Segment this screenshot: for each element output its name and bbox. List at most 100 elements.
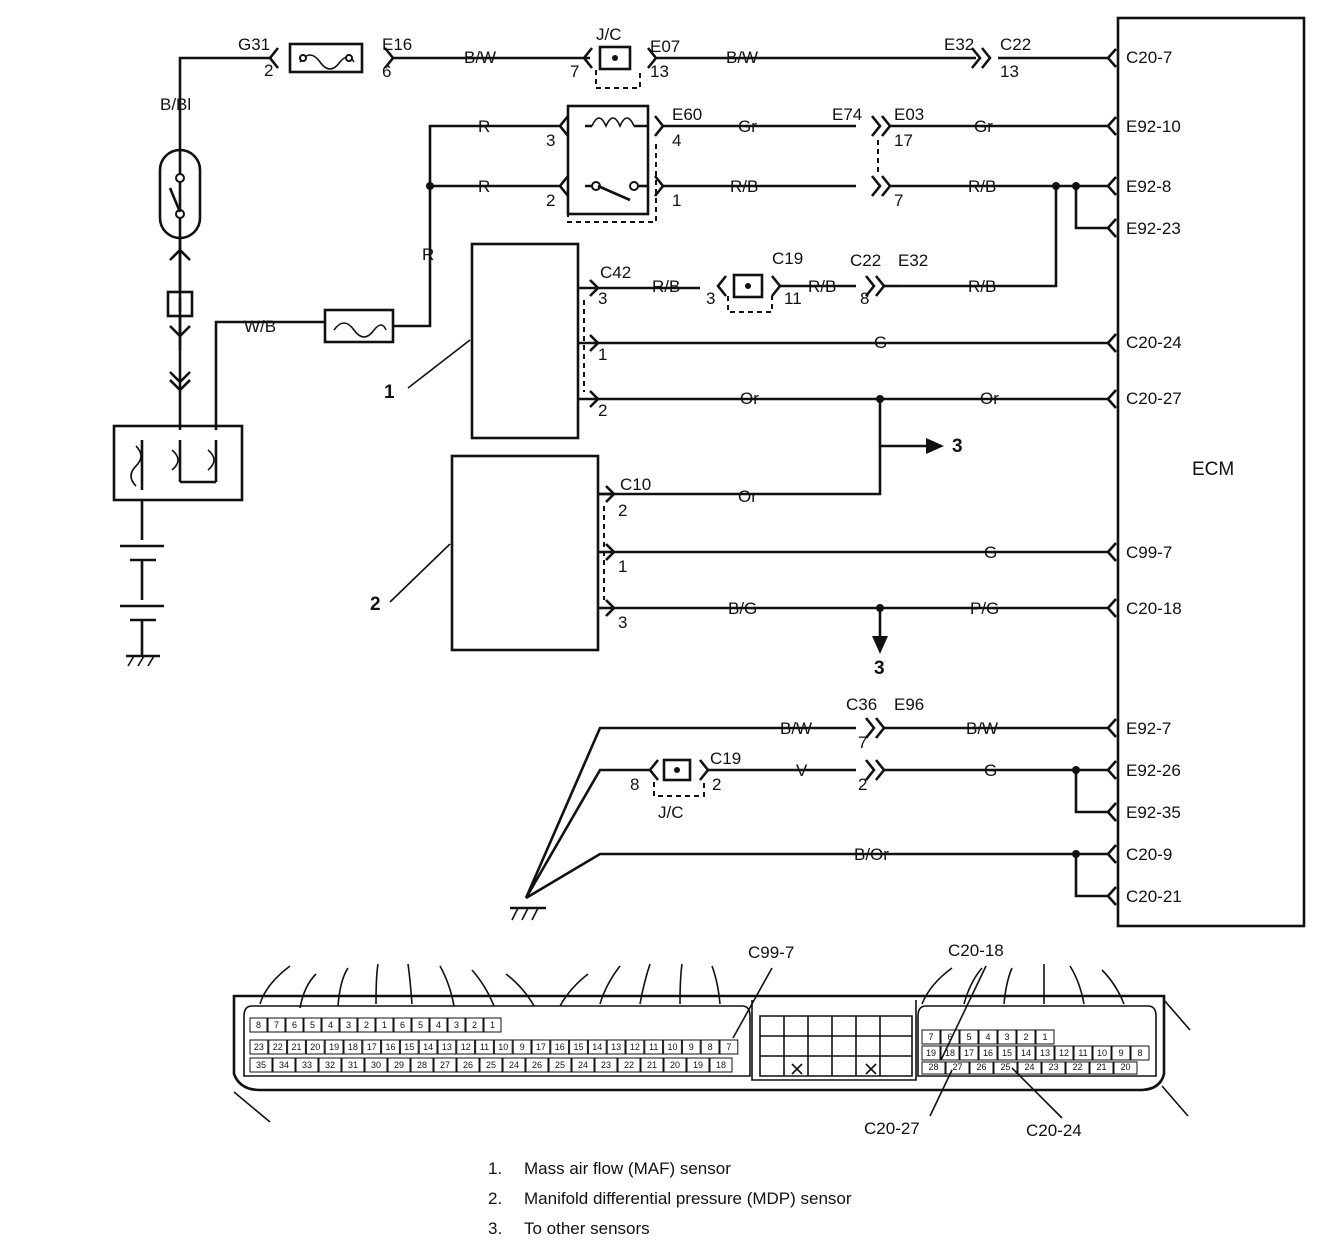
label-wire-or-1: Or <box>740 389 759 408</box>
connector-pin-number: 6 <box>947 1032 952 1042</box>
label-wire-or-3: Or <box>738 487 757 506</box>
connector-pin-cell <box>249 1039 269 1055</box>
connector-pin-cell <box>249 1057 273 1073</box>
connector-pin-cell <box>969 1061 994 1075</box>
connector-pin-number: 1 <box>382 1020 387 1030</box>
connector-pin-number: 21 <box>647 1060 657 1070</box>
connector-pin-cell <box>959 1029 979 1045</box>
callout-c20-18: C20-18 <box>948 941 1004 960</box>
connector-pin-cell <box>249 1017 268 1033</box>
connector-pin-number: 5 <box>966 1032 971 1042</box>
ecm-terminal: C99-7 <box>1126 543 1172 562</box>
label-wire-g-1: G <box>874 333 887 352</box>
connector-pin-number: 18 <box>348 1042 358 1052</box>
label-wire-gr-2: Gr <box>974 117 993 136</box>
connector-pin-number: 22 <box>624 1060 634 1070</box>
connector-pin-cell <box>686 1057 710 1073</box>
maf-sensor <box>407 242 1118 496</box>
label-wire-rb-3: R/B <box>652 277 680 296</box>
connector-pin-cell <box>433 1057 457 1073</box>
label-c19-pin3: 3 <box>706 289 715 308</box>
connector-pin-number: 16 <box>555 1042 565 1052</box>
callout-c99-7: C99-7 <box>748 943 794 962</box>
connector-pin-cell <box>324 1039 344 1055</box>
connector-pin-cell <box>1130 1045 1150 1061</box>
label-wire-wb: W/B <box>244 317 276 336</box>
connector-pin-cell <box>978 1029 998 1045</box>
label-e32-mid: E32 <box>898 251 928 270</box>
label-wire-r-1: R <box>478 117 490 136</box>
connector-pin-cell <box>437 1039 457 1055</box>
connector-pin-cell <box>456 1057 480 1073</box>
connector-pin-cell <box>502 1057 526 1073</box>
connector-pin-cell <box>512 1039 532 1055</box>
connector-pin-number: 13 <box>611 1042 621 1052</box>
connector-pin-cell <box>617 1057 641 1073</box>
connector-pin-number: 12 <box>461 1042 471 1052</box>
connector-pin-number: 4 <box>436 1020 441 1030</box>
connector-pin-cell <box>447 1017 466 1033</box>
connector-pin-number: 35 <box>256 1060 266 1070</box>
connector-pin-number: 20 <box>1120 1062 1130 1072</box>
label-e16: E16 <box>382 35 412 54</box>
connector-pin-cell <box>663 1057 687 1073</box>
connector-pin-number: 28 <box>417 1060 427 1070</box>
connector-pin-cell <box>268 1039 288 1055</box>
connector-pin-number: 29 <box>394 1060 404 1070</box>
connector-pin-number: 14 <box>592 1042 602 1052</box>
connector-pin-cell <box>267 1017 286 1033</box>
fuse-relay-box <box>112 320 325 502</box>
ecm-terminal: C20-9 <box>1126 845 1172 864</box>
ecm-terminal: C20-18 <box>1126 599 1182 618</box>
connector-pin-number: 5 <box>418 1020 423 1030</box>
connector-pin-number: 1 <box>490 1020 495 1030</box>
ignition-switch <box>158 148 202 430</box>
connector-pin-number: 33 <box>302 1060 312 1070</box>
ground-circuits <box>510 717 1118 921</box>
label-relay-pin4: 4 <box>672 131 681 150</box>
marker-3-lower: 3 <box>874 658 885 679</box>
label-jc-lower: J/C <box>658 803 684 822</box>
connector-pin-number: 20 <box>310 1042 320 1052</box>
label-e96: E96 <box>894 695 924 714</box>
callout-c20-24: C20-24 <box>1026 1121 1082 1140</box>
connector-pin-number: 5 <box>310 1020 315 1030</box>
connector-pin-number: 18 <box>945 1048 955 1058</box>
connector-pin-cell <box>719 1039 739 1055</box>
connector-pin-cell <box>1111 1045 1131 1061</box>
connector-pin-cell <box>341 1057 365 1073</box>
connector-pin-cell <box>921 1029 941 1045</box>
label-mdp-pin3: 3 <box>618 613 627 632</box>
ecm-terminal: E92-7 <box>1126 719 1171 738</box>
connector-pin-cell <box>640 1057 664 1073</box>
label-wire-gr-1: Gr <box>738 117 757 136</box>
connector-pin-cell <box>418 1039 438 1055</box>
label-wire-bw-4: B/W <box>966 719 998 738</box>
battery-symbol <box>120 500 164 667</box>
connector-pin-number: 16 <box>983 1048 993 1058</box>
mdp-sensor <box>389 454 1118 654</box>
connector-pin-cell <box>285 1017 304 1033</box>
connector-pin-number: 1 <box>1042 1032 1047 1042</box>
connector-pin-number: 28 <box>928 1062 938 1072</box>
label-jc-pin7: 7 <box>570 62 579 81</box>
connector-pin-cell <box>997 1045 1017 1061</box>
label-e16-pin: 6 <box>382 62 391 81</box>
label-mdp-pin1: 1 <box>618 557 627 576</box>
connector-pin-number: 25 <box>1000 1062 1010 1072</box>
ecm-terminal: E92-10 <box>1126 117 1181 136</box>
connector-pin-number: 23 <box>254 1042 264 1052</box>
connector-pin-number: 2 <box>364 1020 369 1030</box>
label-wire-g-2: G <box>984 543 997 562</box>
connector-pin-number: 10 <box>667 1042 677 1052</box>
connector-pin-number: 8 <box>708 1042 713 1052</box>
connector-pin-cell <box>993 1061 1018 1075</box>
connector-pin-cell <box>1065 1061 1090 1075</box>
label-wire-rb-5: R/B <box>968 277 996 296</box>
connector-pin-number: 2 <box>472 1020 477 1030</box>
connector-pin-number: 13 <box>1040 1048 1050 1058</box>
label-wire-bw-3: B/W <box>780 719 812 738</box>
label-wire-rb-1: R/B <box>730 177 758 196</box>
ecm-terminal: E92-23 <box>1126 219 1181 238</box>
label-wire-bor: B/Or <box>854 845 889 864</box>
